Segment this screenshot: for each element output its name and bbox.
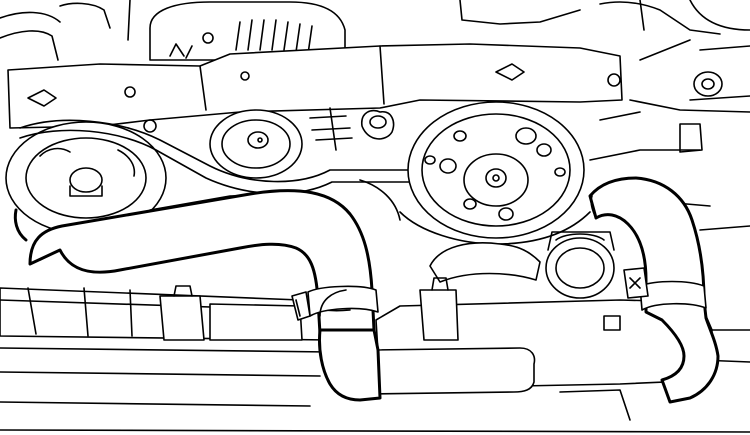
radiator — [0, 285, 750, 433]
hose-elbow — [318, 289, 382, 402]
hose-clamp-left — [291, 285, 379, 321]
reservoir-cap — [429, 231, 615, 299]
alternator — [149, 1, 346, 61]
engine-bracket — [7, 43, 623, 133]
top-left-tank — [0, 0, 131, 61]
tensioner — [309, 107, 395, 151]
crank-pulley — [5, 121, 167, 235]
water-pump-pulley — [407, 101, 585, 239]
core-support — [349, 277, 750, 421]
idler-pulley — [209, 109, 303, 179]
hose-clamp-right — [623, 267, 707, 311]
top-right-machinery — [459, 0, 750, 113]
